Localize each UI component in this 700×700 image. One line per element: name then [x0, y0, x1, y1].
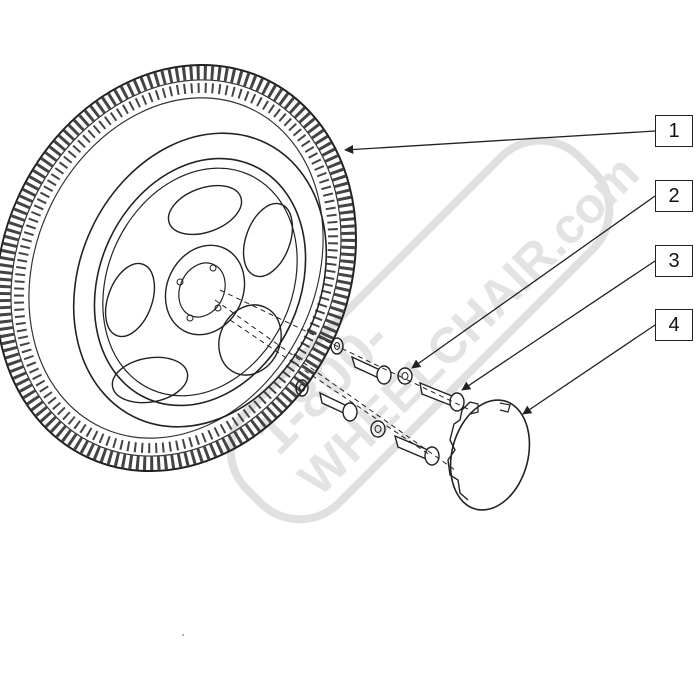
washers: [295, 337, 413, 438]
rim: [93, 157, 307, 407]
hub-cap: [447, 399, 531, 511]
bolts: [319, 355, 465, 466]
callout-2: 2: [655, 180, 693, 212]
explosion-lines: [214, 289, 471, 471]
callout-1: 1: [655, 115, 693, 147]
callout-4: 4: [655, 309, 693, 341]
stray-dot: [182, 634, 184, 636]
leader-lines: [344, 130, 656, 415]
callout-3: 3: [655, 245, 693, 277]
watermark-logo: 1-800- WHEELCHAIR.com: [226, 136, 650, 524]
